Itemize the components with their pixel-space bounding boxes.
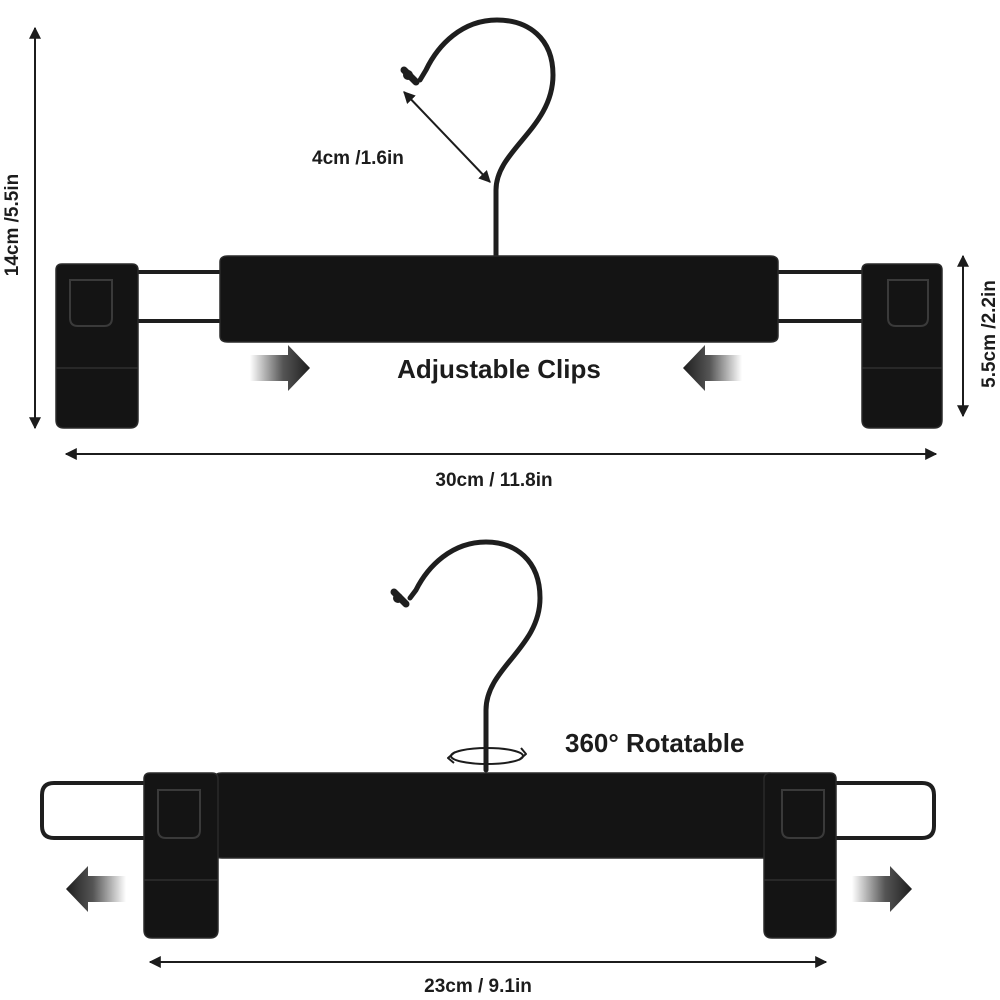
top-hanger-right-clip: [861, 263, 943, 429]
bottom-hanger-right-clip: [763, 772, 837, 939]
height-dimension-label: 14cm /5.5in: [2, 174, 23, 276]
adjustable-clips-label: Adjustable Clips: [397, 354, 601, 384]
top-hanger-rods: [130, 270, 870, 323]
clip-dimension-label: 5.5cm /2.2in: [979, 280, 1000, 388]
bottom-outward-arrow-right: [852, 866, 912, 912]
rotatable-label: 360° Rotatable: [565, 728, 744, 758]
hook-dimension-line: [403, 91, 491, 183]
bottom-hanger-bar: [213, 772, 777, 859]
top-width-dimension-label: 30cm / 11.8in: [435, 470, 552, 491]
rotation-icon: [447, 747, 527, 765]
bottom-width-dimension-label: 23cm / 9.1in: [424, 976, 532, 997]
top-hanger: Adjustable Clips 4cm /1.6in 14cm /5.5in …: [2, 17, 1000, 491]
bottom-hanger: 360° Rotatable 23cm / 9.1in: [40, 539, 936, 997]
top-hanger-bar: [219, 255, 779, 343]
top-inward-arrow-left: [250, 345, 310, 391]
bottom-right-wire-loop: [832, 781, 936, 840]
top-hanger-hook: [417, 17, 556, 259]
hook-dimension-label: 4cm /1.6in: [312, 148, 404, 169]
bottom-hanger-hook: [407, 539, 543, 773]
top-inward-arrow-right: [683, 345, 742, 391]
bottom-left-wire-loop: [40, 781, 152, 840]
bottom-hanger-left-clip: [143, 772, 219, 939]
bottom-outward-arrow-left: [66, 866, 126, 912]
top-hanger-left-clip: [55, 263, 139, 429]
